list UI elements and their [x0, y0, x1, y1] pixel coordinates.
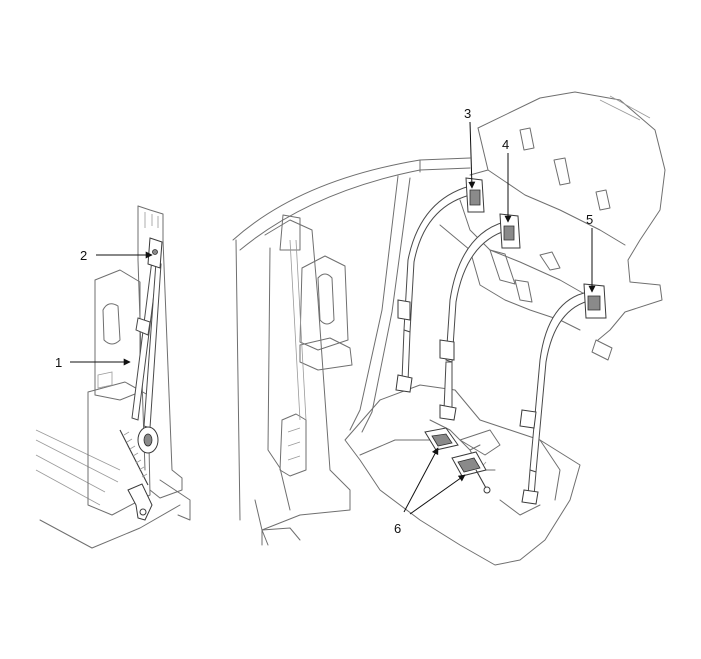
callout-6-group: 6: [394, 447, 466, 536]
callout-6: 6: [394, 521, 401, 536]
callout-5: 5: [586, 212, 593, 227]
rear-left-belt-3: [395, 177, 485, 393]
rear-buckles-6: [424, 427, 491, 494]
rear-parcel-shelf: [439, 91, 666, 361]
callout-4: 4: [502, 137, 509, 152]
callout-1: 1: [55, 355, 62, 370]
rear-center-belt-4: [439, 213, 521, 421]
callout-1-group: 1: [55, 355, 131, 370]
callout-3: 3: [464, 106, 471, 121]
leader-3: [468, 121, 476, 189]
rear-right-belt-5: [519, 283, 607, 505]
callout-2: 2: [80, 248, 87, 263]
callout-4-group: 4: [502, 137, 512, 223]
callout-3-group: 3: [464, 106, 476, 189]
callout-5-group: 5: [586, 212, 596, 293]
callout-2-group: 2: [80, 248, 153, 263]
rear-body-side: [232, 157, 471, 546]
front-b-pillar-assembly: [35, 205, 191, 549]
leader-6b: [409, 474, 466, 515]
leader-6a: [403, 447, 439, 513]
